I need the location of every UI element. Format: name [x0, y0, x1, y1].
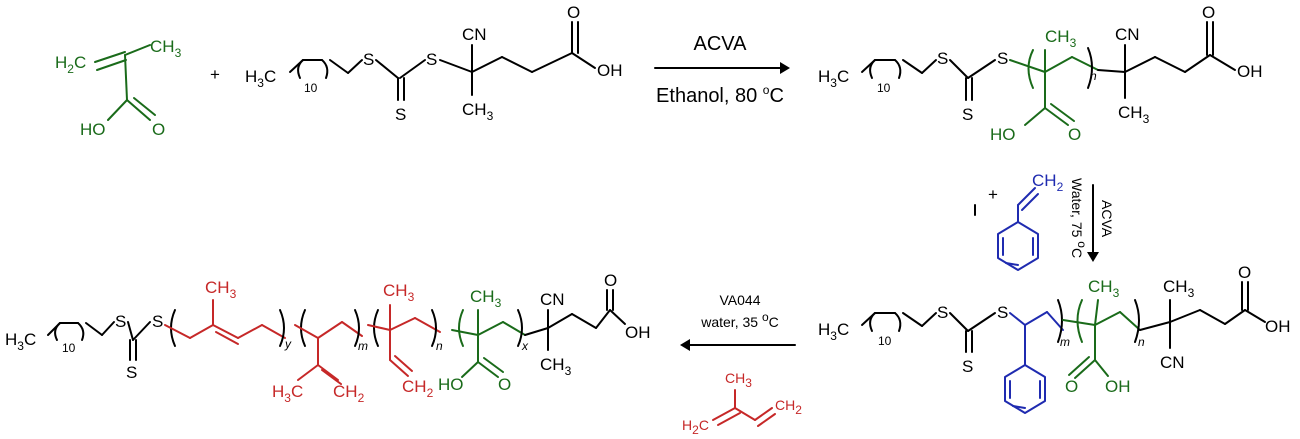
mcta-ch3-label: CH3 — [1045, 27, 1077, 50]
cta-s2-label: S — [395, 105, 406, 124]
mcta-ch3b-label: CH3 — [1118, 103, 1150, 126]
isoprene-ch3-label: CH3 — [725, 370, 752, 390]
step1-reagent: ACVA — [694, 33, 748, 55]
maa-ch3-label: CH3 — [150, 37, 182, 60]
bcp-oh-label: OH — [1105, 377, 1131, 396]
fp-s3-label: S — [152, 312, 163, 331]
bcp-oo-label: O — [1238, 263, 1251, 282]
fp-o-label: O — [498, 375, 511, 394]
cta-s1-label: S — [363, 50, 374, 69]
fp-ch2b-label: CH2 — [402, 377, 434, 400]
fp-ch3d-label: CH3 — [540, 355, 572, 378]
fp-ch3c-label: CH3 — [470, 287, 502, 310]
bcp-n-label: n — [1138, 335, 1145, 349]
mcta-oo-label: O — [1202, 3, 1215, 22]
fp-h3c-label: H3C — [5, 330, 36, 353]
step3-arrow — [680, 339, 796, 351]
methacrylic-acid-structure: H2C CH3 HO O — [55, 37, 182, 139]
styrene-structure: + CH2 — [974, 171, 1064, 271]
step3-conditions: water, 35 oC — [700, 310, 779, 330]
maa-h2c-label: H2C — [55, 53, 86, 76]
bcp-oh2-label: OH — [1265, 317, 1291, 336]
mcta-ho-label: HO — [990, 125, 1016, 144]
mcta-s3-label: S — [997, 49, 1008, 68]
bcp-cn-label: CN — [1160, 353, 1185, 372]
fp-oh-label: OH — [625, 323, 651, 342]
bcp-s2-label: S — [962, 357, 973, 376]
fp-ch3b-label: CH3 — [383, 281, 415, 304]
bcp-ch3b-label: CH3 — [1163, 277, 1195, 300]
bcp-m-label: m — [1060, 335, 1070, 349]
bcp-ten-label: 10 — [878, 334, 892, 348]
fp-cn-label: CN — [540, 290, 565, 309]
fp-h3c2-label: H3C — [272, 382, 303, 405]
cta-s3-label: S — [426, 50, 437, 69]
mcta-o-label: O — [1068, 125, 1081, 144]
isoprene-structure: CH3 H2C CH2 — [682, 370, 802, 437]
bcp-s3-label: S — [997, 303, 1008, 322]
bcp-h3c-label: H3C — [818, 320, 849, 343]
mcta-oh-label: OH — [1237, 62, 1263, 81]
step2-arrow — [1087, 184, 1099, 262]
isoprene-ch2-label: CH2 — [775, 397, 802, 417]
plus-sign-1: + — [210, 65, 220, 84]
mcta-s2-label: S — [962, 105, 973, 124]
mcta-s1-label: S — [937, 49, 948, 68]
fp-oo-label: O — [604, 271, 617, 290]
cta-oh-label: OH — [597, 61, 623, 80]
final-polymer-structure: H3C 10 S S S CH3 y m — [5, 271, 651, 405]
mcta-ten-label: 10 — [877, 81, 891, 95]
isoprene-h2c-label: H2C — [682, 417, 709, 437]
bcp-ch3-label: CH3 — [1088, 277, 1120, 300]
fp-ten-label: 10 — [62, 341, 76, 355]
maa-o-label: O — [152, 120, 165, 139]
bcp-s1-label: S — [937, 303, 948, 322]
cta-ten-label: 10 — [304, 81, 318, 95]
cta-ch3-label: CH3 — [462, 100, 494, 123]
step1-conditions: Ethanol, 80 oC — [656, 83, 784, 107]
cta-cn-label: CN — [462, 25, 487, 44]
fp-n-label: n — [436, 339, 443, 353]
step2-plus: + — [988, 185, 998, 204]
mcta-n-label: n — [1090, 69, 1097, 83]
raft-agent-structure: H3C 10 S S S CN CH3 O OH — [245, 3, 623, 124]
step3-reagent: VA044 — [720, 292, 761, 308]
macro-cta-structure: H3C 10 S S S CH3 n HO O CN CH3 — [818, 3, 1263, 144]
step2-conditions: Water, 75 oC — [1069, 178, 1089, 258]
fp-s1-label: S — [115, 312, 126, 331]
fp-y-label: y — [284, 337, 292, 351]
fp-ch2a-label: CH2 — [333, 382, 365, 405]
bcp-o-label: O — [1065, 377, 1078, 396]
mcta-cn-label: CN — [1115, 25, 1140, 44]
fp-s2-label: S — [126, 363, 137, 382]
step1-arrow — [654, 62, 790, 74]
fp-m-label: m — [358, 339, 368, 353]
cta-h3c-label: H3C — [245, 67, 276, 90]
step2-reagent: ACVA — [1099, 200, 1115, 238]
fp-ho-label: HO — [438, 375, 464, 394]
mcta-h3c-label: H3C — [818, 67, 849, 90]
block-copolymer-structure: H3C 10 S S S m CH3 O OH — [818, 263, 1291, 414]
fp-ch3a-label: CH3 — [205, 278, 237, 301]
fp-x-label: x — [521, 339, 529, 353]
cta-o-label: O — [567, 3, 580, 22]
maa-ho-label: HO — [80, 120, 106, 139]
styrene-ch2-label: CH2 — [1032, 171, 1064, 194]
